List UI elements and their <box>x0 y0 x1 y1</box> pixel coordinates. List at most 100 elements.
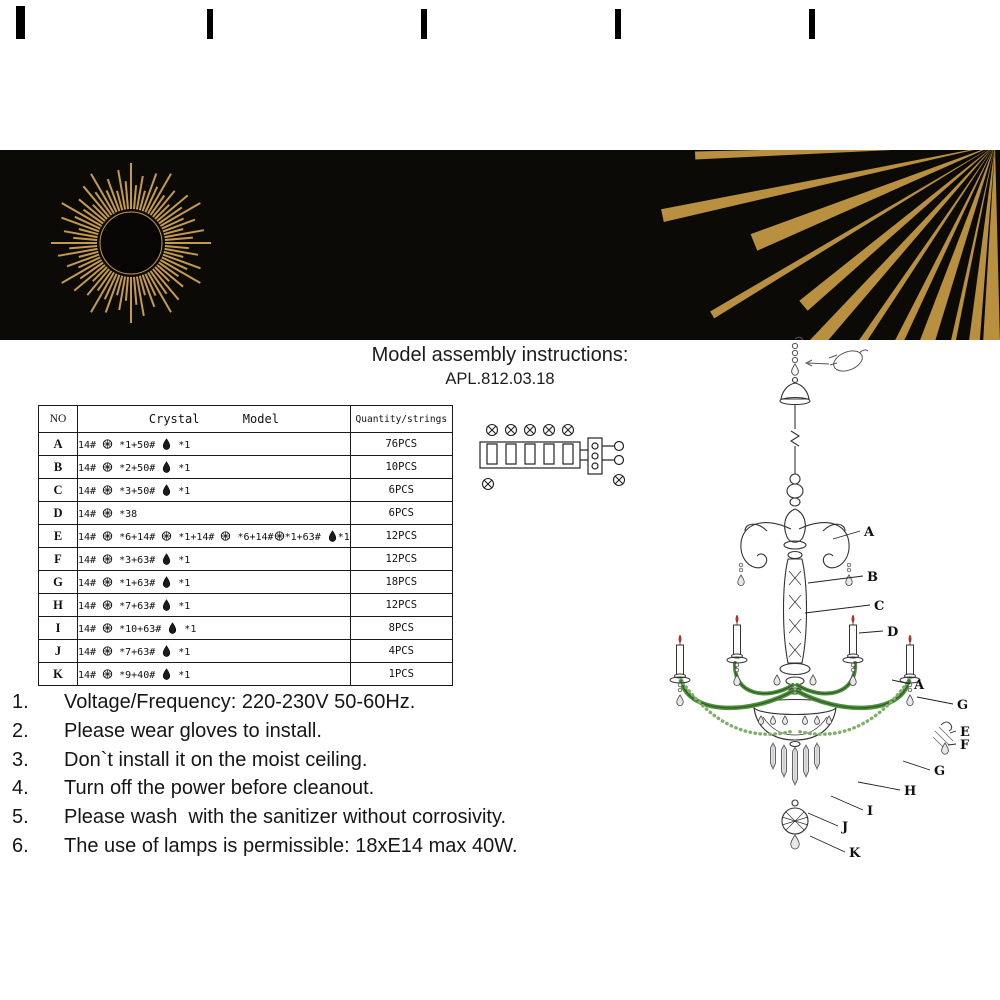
part-label: H <box>904 784 916 799</box>
model-text: *3+63# <box>113 554 162 566</box>
drop-crystal-icon <box>161 598 172 612</box>
model-text: *1 <box>178 623 197 635</box>
row-letter: J <box>38 639 78 663</box>
instruction-number: 4. <box>12 777 29 800</box>
quantity-cell: 10PCS <box>349 455 453 479</box>
crystal-model-cell: 14# *10+63# *1 <box>77 616 351 640</box>
instruction-number: 3. <box>12 748 29 771</box>
part-label: J <box>841 820 848 835</box>
model-text: 14# <box>78 508 103 520</box>
round-crystal-icon <box>102 553 113 566</box>
part-label: C <box>874 599 884 614</box>
sunburst-logo <box>51 163 211 323</box>
part-label: E <box>960 725 970 740</box>
instruction-item: 6. The use of lamps is permissible: 18xE1… <box>12 832 652 861</box>
model-text: 14# <box>78 669 103 681</box>
crystal-model-cell: 14# *3+50# *1 <box>77 478 351 502</box>
round-crystal-icon <box>102 461 113 474</box>
model-text: 14# <box>78 623 103 635</box>
model-text: *10+63# <box>113 623 168 635</box>
row-letter: B <box>38 455 78 479</box>
crystal-model-cell: 14# *2+50# *1 <box>77 455 351 479</box>
model-text: *7+63# <box>113 646 162 658</box>
model-text: *1 <box>172 485 191 497</box>
round-crystal-icon <box>102 622 113 635</box>
instruction-number: 1. <box>12 691 29 713</box>
model-text: *1 <box>172 646 191 658</box>
part-label: A <box>863 525 875 540</box>
drop-crystal-icon <box>161 437 172 451</box>
model-text: *1+14# <box>172 531 221 543</box>
instruction-text: Turn off the power before cleanout. <box>64 777 375 800</box>
round-crystal-icon <box>102 668 113 681</box>
crop-mark <box>16 6 25 39</box>
crop-mark <box>809 9 815 39</box>
instruction-text: Voltage/Frequency: 220-230V 50-60Hz. <box>64 691 416 713</box>
model-text: *2+50# <box>113 462 162 474</box>
part-label: F <box>960 738 970 753</box>
part-label: G <box>957 698 968 713</box>
instruction-text: The use of lamps is permissible: 18xE14 … <box>64 834 518 857</box>
model-text: 14# <box>78 531 103 543</box>
part-label: G <box>934 764 945 779</box>
model-text: *1 <box>172 462 191 474</box>
crop-mark <box>207 9 213 39</box>
row-letter: D <box>38 501 78 525</box>
quantity-cell: 8PCS <box>349 616 453 640</box>
row-letter: F <box>38 547 78 571</box>
model-text: 14# <box>78 646 103 658</box>
drop-crystal-icon <box>161 644 172 658</box>
assembly-title-block: Model assembly instructions: APL.812.03.… <box>0 344 1000 389</box>
quantity-cell: 18PCS <box>349 570 453 594</box>
row-letter: G <box>38 570 78 594</box>
model-text: 14# <box>78 485 103 497</box>
lamp-symbol <box>542 423 556 437</box>
crystal-model-cell: 14# *7+63# *1 <box>77 639 351 663</box>
quantity-cell: 6PCS <box>349 478 453 502</box>
row-letter: E <box>38 524 78 548</box>
drop-crystal-icon <box>161 552 172 566</box>
brand-banner: Aployt <box>0 150 1000 340</box>
chandelier-arms <box>678 661 912 736</box>
round-crystal-icon <box>274 530 285 543</box>
crystal-model-cell: 14# *1+63# *1 <box>77 570 351 594</box>
model-text: *1 <box>337 531 350 543</box>
model-text: *1+50# <box>113 439 162 451</box>
model-text: *1 <box>172 554 191 566</box>
quantity-cell: 12PCS <box>349 547 453 571</box>
lamp-symbol <box>561 423 575 437</box>
header-no: NO <box>38 405 78 433</box>
crop-mark <box>615 9 621 39</box>
model-text: 14# <box>78 600 103 612</box>
part-label: A <box>913 678 925 693</box>
quantity-cell: 12PCS <box>349 593 453 617</box>
instruction-text: Please wash with the sanitizer without c… <box>64 806 507 829</box>
drop-crystal-icon <box>167 621 178 635</box>
lamp-symbol <box>485 423 499 437</box>
candle <box>726 614 748 687</box>
quantity-cell: 1PCS <box>349 662 453 686</box>
row-letter: I <box>38 616 78 640</box>
candle <box>842 614 864 687</box>
assembly-title: Model assembly instructions: <box>371 344 629 366</box>
model-text: 14# <box>78 577 103 589</box>
lamp-symbol <box>523 423 537 437</box>
model-text: *1 <box>172 600 191 612</box>
crystal-model-cell: 14# *3+63# *1 <box>77 547 351 571</box>
lamp-symbol <box>481 477 495 491</box>
model-text: *1+63# <box>113 577 162 589</box>
instruction-item: 3.Don`t install it on the moist ceiling. <box>12 746 652 775</box>
crystal-model-cell: 14# *6+14# *1+14# *6+14#*1+63# *1 <box>77 524 351 548</box>
quantity-cell: 12PCS <box>349 524 453 548</box>
quantity-cell: 76PCS <box>349 432 453 456</box>
row-letter: K <box>38 662 78 686</box>
part-labels <box>804 530 957 853</box>
table-header-row: NO Crystal Model Quantity/strings <box>38 405 453 433</box>
instruction-number: 6. <box>12 834 29 857</box>
